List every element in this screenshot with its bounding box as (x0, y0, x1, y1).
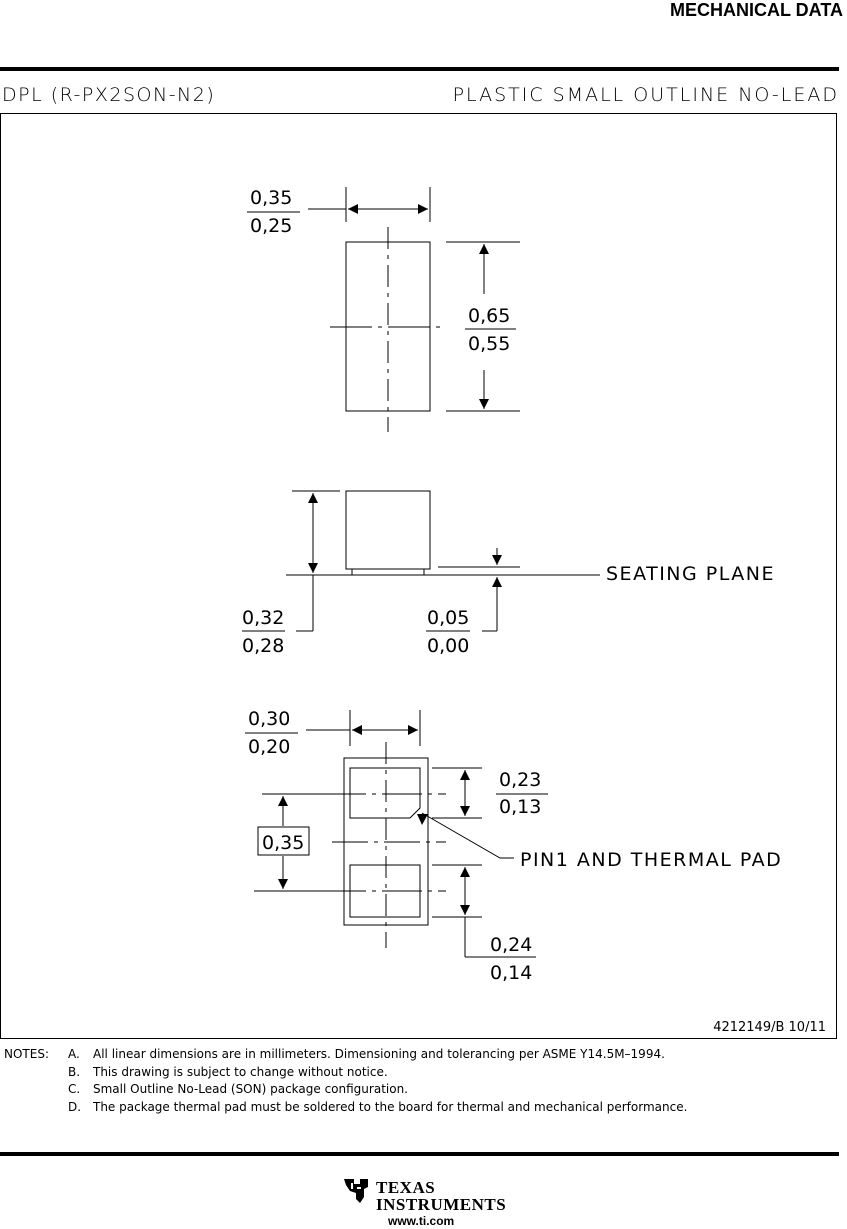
drawing-number: 4212149/B 10/11 (713, 1020, 826, 1035)
note-letter: B. (68, 1064, 81, 1079)
pad-width-max: 0,30 (248, 708, 290, 730)
standoff-max: 0,05 (427, 607, 469, 629)
pad2-length-min: 0,14 (490, 962, 532, 984)
standoff-min: 0,00 (427, 635, 469, 657)
pad-width-min: 0,20 (248, 736, 290, 758)
top-width-max: 0,35 (250, 187, 292, 209)
top-length-min: 0,55 (468, 333, 510, 355)
side-view-body (345, 490, 431, 570)
bottom-view (245, 710, 548, 958)
package-code: DPL (R-PX2SON-N2) (2, 84, 216, 106)
pin1-marker (417, 814, 428, 825)
note-text: All linear dimensions are in millimeters… (93, 1047, 665, 1061)
logo-text-instruments: INSTRUMENTS (376, 1195, 507, 1214)
note-letter: A. (68, 1047, 80, 1061)
side-height-max: 0,32 (242, 607, 284, 629)
side-view-pad (351, 568, 425, 576)
top-width-min: 0,25 (250, 215, 292, 237)
package-description: PLASTIC SMALL OUTLINE NO-LEAD (452, 84, 839, 106)
seating-plane-label: SEATING PLANE (606, 563, 775, 585)
note-text: This drawing is subject to change withou… (93, 1064, 388, 1079)
top-length-max: 0,65 (468, 305, 510, 327)
page-title: MECHANICAL DATA (670, 0, 843, 20)
ti-logo-icon (344, 1179, 368, 1203)
pad1-length-max: 0,23 (499, 769, 541, 791)
pin1-label: PIN1 AND THERMAL PAD (520, 849, 782, 871)
pin1-leader (421, 812, 514, 859)
pad-pitch-box (257, 826, 310, 856)
top-view (247, 187, 520, 432)
drawing-frame (0, 113, 837, 1039)
pad2-length-max: 0,24 (490, 934, 532, 956)
pad-1 (349, 767, 421, 819)
header-rule (0, 67, 839, 71)
notes-tag: NOTES: (4, 1047, 49, 1061)
side-view (242, 490, 600, 632)
pad-pitch-value: 0,35 (262, 832, 304, 854)
note-letter: D. (68, 1099, 82, 1114)
footer-url[interactable]: www.ti.com (388, 1214, 455, 1228)
note-text: The package thermal pad must be soldered… (93, 1099, 688, 1114)
pad1-length-min: 0,13 (499, 796, 541, 818)
footer-rule (0, 1152, 839, 1156)
logo-text-texas: TEXAS (376, 1178, 436, 1197)
side-height-min: 0,28 (242, 635, 284, 657)
note-letter: C. (68, 1082, 81, 1096)
note-text: Small Outline No-Lead (SON) package conf… (93, 1082, 408, 1096)
